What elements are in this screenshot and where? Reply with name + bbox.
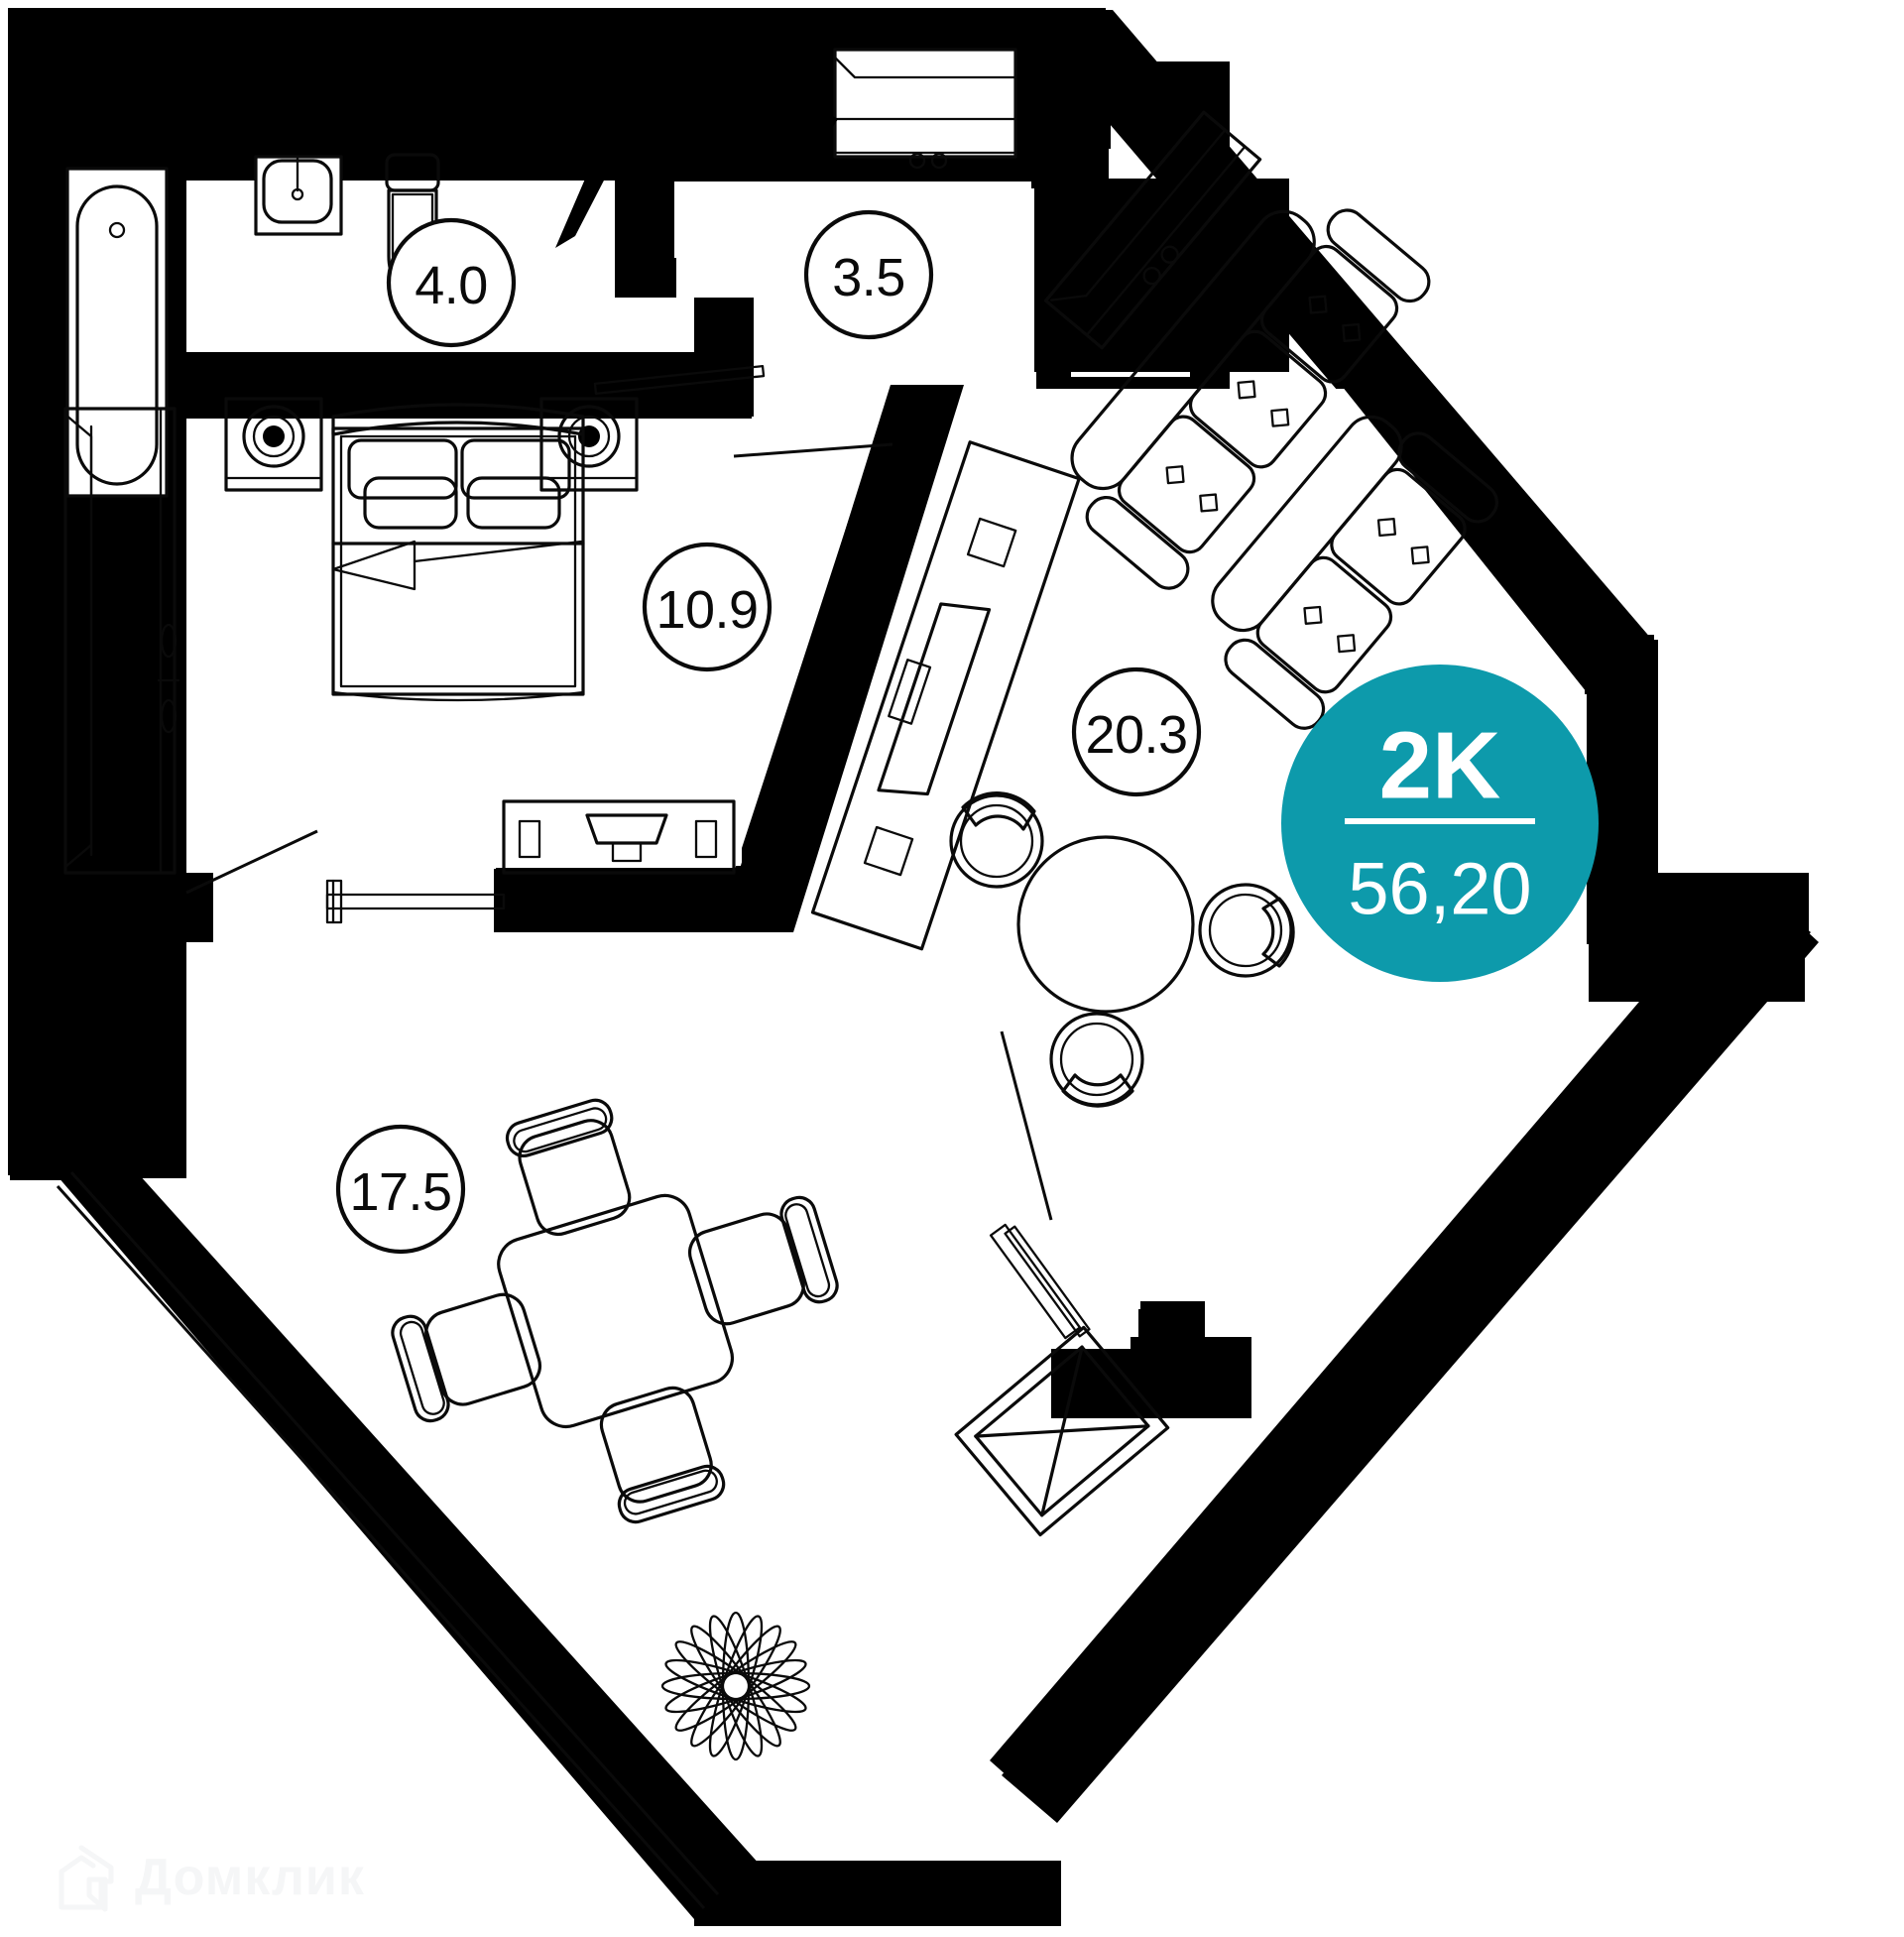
potted-plant-icon: [660, 1611, 811, 1761]
dining-chair-s: [599, 1386, 726, 1524]
room-area-text: 4.0: [415, 256, 488, 315]
room-area-bedroom: 10.9: [642, 542, 773, 672]
room-area-text: 10.9: [655, 580, 758, 640]
room-area-text: 3.5: [832, 248, 905, 307]
media-cabinet-icon: [810, 440, 1081, 951]
room-area-hall: 3.5: [803, 209, 934, 340]
dining-chair-n: [505, 1098, 632, 1237]
hall-wardrobe-icon: [833, 48, 1017, 170]
room-area-text: 20.3: [1085, 705, 1187, 765]
bedroom-wardrobe-icon: [63, 407, 180, 875]
window-glazing: [56, 1170, 720, 1910]
badge-area-label: 56,20: [1348, 848, 1531, 930]
living-shelf-icon: [1043, 110, 1262, 350]
apartment-summary-badge: 2K 56,20: [1281, 665, 1599, 982]
bathroom-door: [555, 105, 637, 248]
wall-shelf-icon: [593, 364, 766, 396]
room-area-circle: [803, 209, 934, 340]
room-area-bathroom: 4.0: [386, 217, 517, 348]
wall-cutouts: [85, 182, 1585, 1857]
corner-sofa-return-icon: [1211, 415, 1498, 730]
hall-door: [684, 36, 838, 135]
coffee-table-icon: [1016, 835, 1195, 1014]
room-area-circle: [1071, 666, 1202, 797]
room-area-circle: [386, 217, 517, 348]
kitchen-furniture: [56, 1098, 839, 1910]
room-area-labels: 4.0 3.5 10.9 20.3 17.5: [335, 209, 1202, 1255]
washbasin-icon: [254, 155, 343, 236]
room-area-circle: [335, 1124, 466, 1255]
living-room-furniture: [593, 110, 1498, 1537]
room-area-circle: [642, 542, 773, 672]
dining-set-icon: [391, 1098, 839, 1524]
bedroom-sliding-door: [325, 879, 506, 924]
room-area-kitchen: 17.5: [335, 1124, 466, 1255]
living-balcony-door: [989, 1030, 1091, 1340]
bedroom-furniture: [63, 397, 893, 924]
armchair-2-icon: [1198, 883, 1295, 978]
double-bed-icon: [331, 403, 585, 702]
armchair-1-icon: [949, 791, 1044, 889]
corner-sofa-icon: [1070, 208, 1431, 590]
bedroom-door-swing-2: [733, 442, 893, 458]
badge-rooms-label: 2K: [1379, 713, 1501, 819]
room-area-text: 17.5: [349, 1162, 451, 1222]
bathtub-icon: [65, 167, 169, 498]
bathroom-fixtures: [65, 153, 440, 498]
nightstand-left-icon: [224, 397, 323, 492]
dining-chair-e: [687, 1195, 839, 1326]
room-area-living: 20.3: [1071, 666, 1202, 797]
armchair-3-icon: [1049, 1012, 1144, 1108]
bedroom-door-swing: [185, 829, 318, 895]
entrance-door-icon: [954, 1325, 1170, 1537]
tv-console-icon: [502, 799, 736, 875]
dining-chair-w: [391, 1292, 542, 1423]
